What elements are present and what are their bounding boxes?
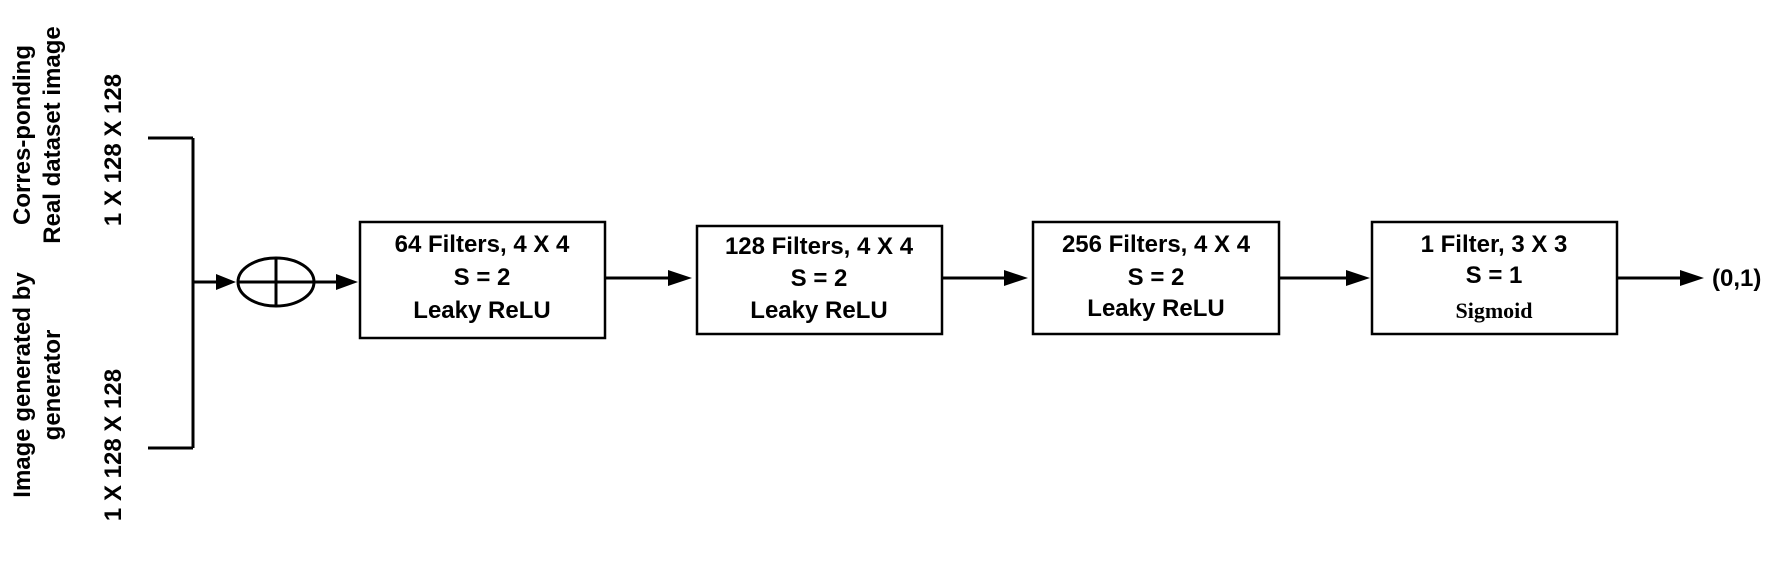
concat-node-icon [236,256,316,308]
real-image-label: Corres-ponding Real dataset image 1 X 12… [9,26,127,243]
conv-block-1-stride: S = 2 [454,264,511,291]
conv-block-4-filters: 1 Filter, 3 X 3 [1421,231,1568,258]
arrow-block-3-to-block-4 [1279,270,1370,286]
conv-block-4: 1 Filter, 3 X 3 S = 1 Sigmoid [1370,220,1619,336]
arrow-block-4-to-output [1617,270,1704,286]
conv-block-1: 64 Filters, 4 X 4 S = 2 Leaky ReLU [358,220,607,340]
arrow-bracket-to-concat [193,274,236,290]
generated-image-dims: 1 X 128 X 128 [100,369,127,521]
conv-block-3-filters: 256 Filters, 4 X 4 [1062,231,1251,258]
conv-block-3: 256 Filters, 4 X 4 S = 2 Leaky ReLU [1031,220,1281,336]
conv-block-1-activation: Leaky ReLU [413,297,550,324]
conv-block-2: 128 Filters, 4 X 4 S = 2 Leaky ReLU [695,224,944,336]
generated-image-label: Image generated by generator 1 X 128 X 1… [9,272,127,521]
conv-block-2-filters: 128 Filters, 4 X 4 [725,233,914,260]
real-image-label-line2: Real dataset image [39,26,66,243]
conv-block-4-activation: Sigmoid [1455,298,1532,323]
real-image-dims: 1 X 128 X 128 [100,74,127,226]
output-label: (0,1) [1712,265,1761,292]
arrow-concat-to-block-1 [314,274,358,290]
input-bracket [148,136,195,450]
conv-block-4-stride: S = 1 [1466,262,1523,289]
generated-image-label-line1: Image generated by [9,272,36,498]
conv-block-2-stride: S = 2 [791,265,848,292]
conv-block-2-activation: Leaky ReLU [750,297,887,324]
conv-block-3-activation: Leaky ReLU [1087,295,1224,322]
conv-block-1-filters: 64 Filters, 4 X 4 [395,231,570,258]
arrow-block-1-to-block-2 [605,270,692,286]
arrow-block-2-to-block-3 [942,270,1028,286]
real-image-label-line1: Corres-ponding [9,45,36,225]
conv-block-3-stride: S = 2 [1128,264,1185,291]
generated-image-label-line2: generator [39,330,66,441]
